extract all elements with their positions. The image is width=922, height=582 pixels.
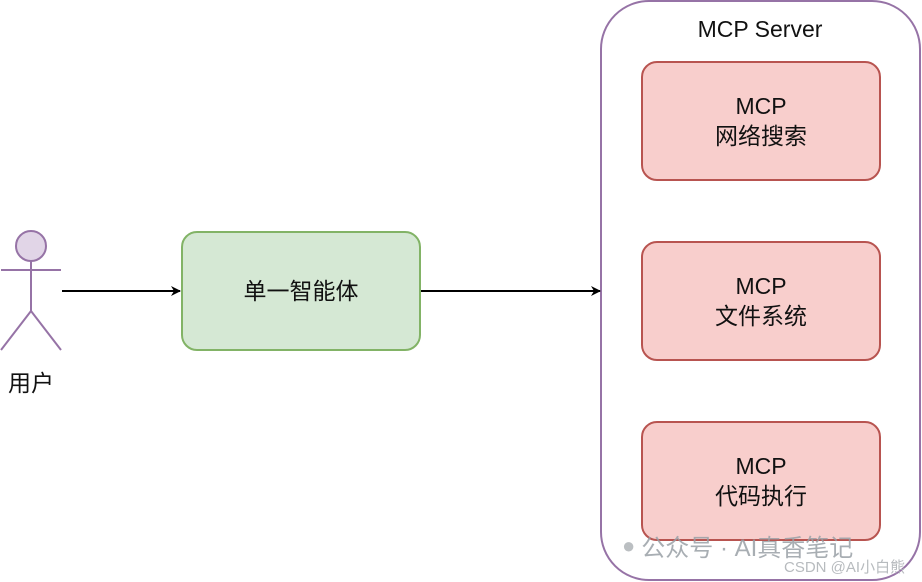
watermark-text: 公众号 · AI真香笔记 — [641, 535, 854, 562]
server-title: MCP Server — [697, 16, 823, 42]
user-label: 用户 — [8, 370, 54, 396]
mcp-node-line2: 文件系统 — [715, 303, 807, 329]
watermark: ● 公众号 · AI真香笔记 — [622, 528, 853, 563]
mcp-node-line2: 代码执行 — [715, 483, 807, 509]
mcp-web-search-node[interactable]: MCP 网络搜索 — [641, 61, 881, 181]
mcp-file-system-node[interactable]: MCP 文件系统 — [641, 241, 881, 361]
mcp-code-execution-node[interactable]: MCP 代码执行 — [641, 421, 881, 541]
agent-node[interactable]: 单一智能体 — [181, 231, 421, 351]
source-watermark: CSDN @AI小白熊 — [784, 559, 906, 576]
mcp-node-line1: MCP — [735, 93, 787, 119]
mcp-node-line1: MCP — [735, 453, 787, 479]
mcp-node-line2: 网络搜索 — [715, 123, 807, 149]
user-actor-icon — [0, 230, 62, 351]
wechat-icon: ● — [622, 532, 636, 558]
agent-label: 单一智能体 — [243, 278, 359, 304]
mcp-node-line1: MCP — [735, 273, 787, 299]
